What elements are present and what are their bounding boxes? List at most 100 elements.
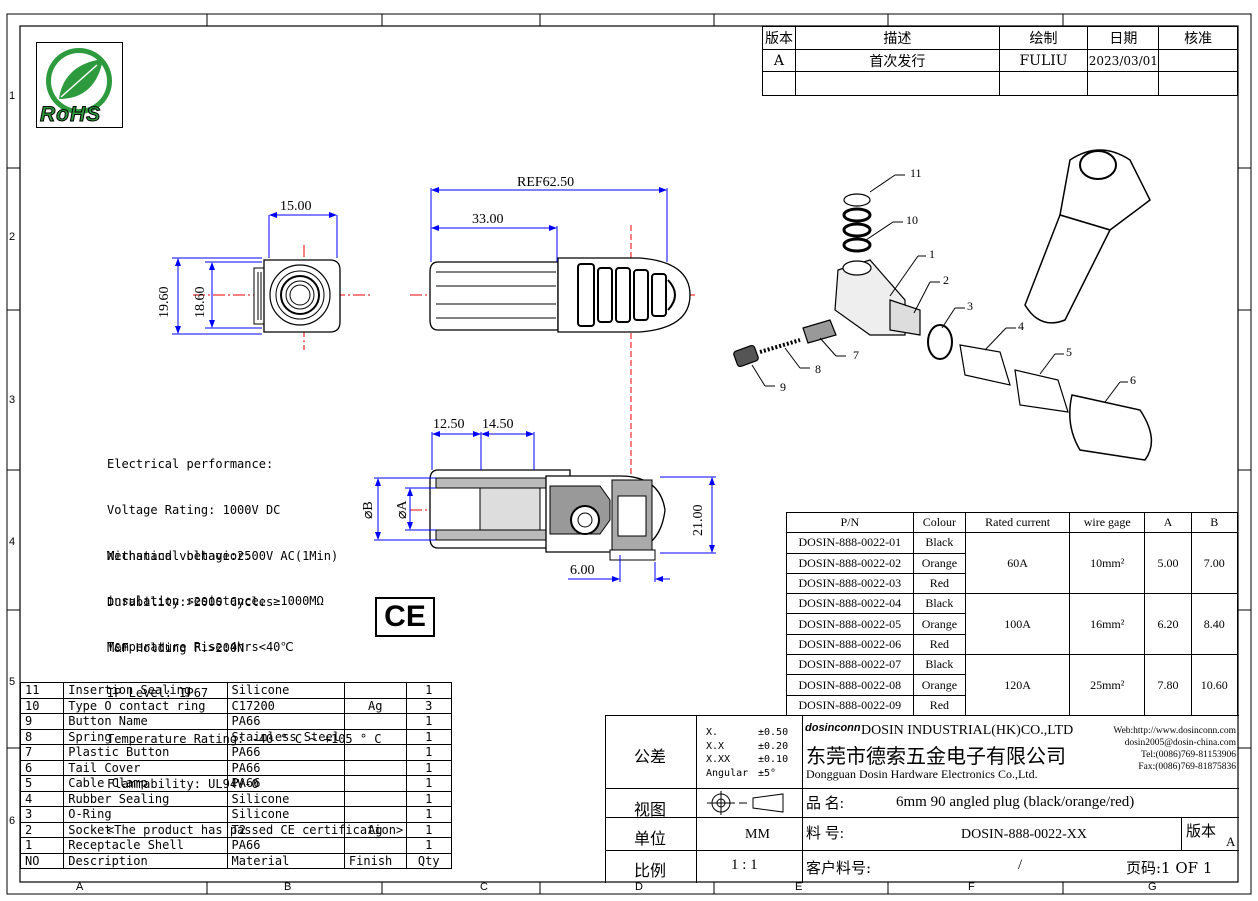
bom-cell [343,759,407,776]
bom-cell [343,682,407,699]
scale-value: 1 : 1 [731,857,758,873]
bom-cell: Rubber Sealing [63,790,228,807]
dim-section-a: 12.50 [433,417,465,432]
pn-colour: Orange [912,613,967,635]
col-label: B [284,881,292,893]
bom-cell [343,837,407,854]
bom-cell: Spring [63,728,228,745]
fax-text: Fax:(0086)769-81875836 [1138,762,1236,772]
bom-header: Qty [405,852,453,869]
dim-section-b: 14.50 [482,417,514,432]
bom-cell [343,775,407,792]
dim-height-21: 21.00 [691,504,706,537]
pn-colour: Black [912,593,967,615]
bom-cell: Plastic Button [63,744,228,761]
product-name: 6mm 90 angled plug (black/orange/red) [896,794,1135,810]
bom-cell: Silicone [226,682,345,699]
callout-8: 8 [815,362,821,376]
col-label: D [635,881,643,893]
pn-colour: Black [912,532,967,554]
tel-text: Tel:(0086)769-81153906 [1140,750,1236,760]
row-label: 2 [9,231,16,243]
pn-gage: 16mm² [1069,593,1146,656]
pn-a: 6.20 [1144,593,1192,656]
callout-10: 10 [906,213,918,227]
dim-ref-length: REF62.50 [517,175,575,190]
revision-label: 版本 [1186,822,1217,840]
pn-cell: DOSIN-888-0022-05 [786,613,914,635]
tol-key: X.XX [706,754,731,765]
pn-colour: Orange [912,674,967,696]
callout-4: 4 [1018,319,1024,333]
dim-diameter-a: ⌀A [395,500,410,519]
bom-cell: 7 [19,744,65,761]
pn-cell: DOSIN-888-0022-06 [786,633,914,656]
tol-val: ±5° [758,767,777,779]
bom-header: Material [226,852,345,869]
pn-cell: DOSIN-888-0022-04 [786,593,914,615]
scale-label: 比例 [634,861,667,880]
callout-9: 9 [780,380,786,394]
ce-mark: CE [375,597,435,637]
bom-cell: PA66 [226,775,345,792]
tol-val: ±0.10 [758,754,789,765]
customer-pn: / [1018,857,1023,873]
pn-b: 8.40 [1190,593,1239,656]
bom-cell: Socket [63,821,228,838]
bom-cell: 1 [405,744,453,761]
pn-header: wire gage [1069,511,1146,534]
pn-b: 10.60 [1190,654,1239,716]
rev-cell: FULIU [998,49,1089,72]
rohs-logo: RoHS [36,42,123,128]
pn-current: 60A [965,532,1071,595]
bom-cell [343,728,407,745]
front-view [193,245,370,350]
dim-diameter-b: ⌀B [361,501,376,519]
callout-5: 5 [1066,345,1072,359]
row-label: 5 [9,676,16,688]
bom-cell: T2 [226,821,345,838]
revision-value: A [1226,834,1236,849]
pn-gage: 10mm² [1069,532,1146,595]
bom-cell: 1 [405,728,453,745]
page-number: 页码:1 OF 1 [1126,859,1213,877]
bom-cell: Ag [343,697,407,714]
web-text: Web:http://www.dosinconn.com [1113,726,1236,736]
company-name-en: DOSIN INDUSTRIAL(HK)CO.,LTD [861,723,1074,738]
pn-header: Rated current [965,511,1071,534]
pn-table: P/N Colour Rated current wire gage A B D… [786,511,1239,716]
bom-cell: 9 [19,713,65,730]
spec-line: Mechanical behavior: [107,549,252,564]
bom-cell: 1 [405,775,453,792]
spec-line: Withstand voltage:2500V AC(1Min) [107,548,339,563]
row-label: 6 [9,815,16,827]
bom-cell: C17200 [226,697,345,714]
bom-cell: Tail Cover [63,759,228,776]
bom-cell: PA66 [226,759,345,776]
bom-cell: 1 [405,759,453,776]
pn-current: 120A [965,654,1071,716]
dim-body-length: 33.00 [472,212,504,227]
unit-value: MM [745,827,770,842]
bom-cell: Stainless Steel [226,728,345,745]
pn-cell: DOSIN-888-0022-01 [786,532,914,554]
bom-cell [343,744,407,761]
electrical-spec: Electrical performance: Voltage Rating: … [107,427,338,670]
company-name-cn: 东莞市德索五金电子有限公司 [806,744,1066,768]
bom-cell: 1 [405,821,453,838]
pn-colour: Red [912,572,967,595]
callout-11: 11 [910,166,922,180]
pn-cell: DOSIN-888-0022-07 [786,654,914,676]
bom-header: NO [19,852,65,869]
pn-colour: Red [912,694,967,716]
pn-a: 7.80 [1144,654,1192,716]
row-label: 1 [9,90,16,102]
bom-cell: Cable Clamp [63,775,228,792]
bom-cell: 8 [19,728,65,745]
bom-cell: 1 [405,806,453,823]
